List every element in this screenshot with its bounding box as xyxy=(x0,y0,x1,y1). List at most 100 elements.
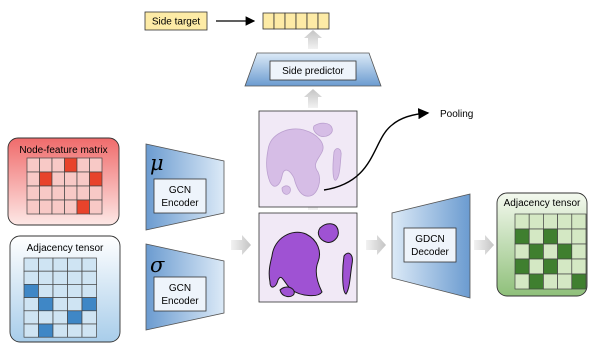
node-feature-cell xyxy=(76,185,90,201)
side-predictor-label: Side predictor xyxy=(282,66,344,77)
adjacency-input-cell xyxy=(81,310,97,325)
adjacency-input-cell xyxy=(81,257,97,272)
latent-graph-shape xyxy=(268,223,353,298)
node-feature-matrix-grid xyxy=(26,157,103,215)
adjacency-output-cell xyxy=(543,258,558,275)
adjacency-input-cell xyxy=(67,284,83,298)
adjacency-output-cell xyxy=(514,228,530,245)
adjacency-input-cell xyxy=(38,284,54,298)
adjacency-input-cell xyxy=(52,284,68,298)
node-feature-cell xyxy=(39,171,53,187)
node-feature-cell xyxy=(89,199,103,215)
node-feature-cell xyxy=(51,185,65,201)
adjacency-output-cell xyxy=(543,213,558,230)
side-target-cell xyxy=(284,12,297,30)
adjacency-input-cell xyxy=(38,310,54,325)
adjacency-input-cell xyxy=(67,270,83,285)
encoder-mu-line2: Encoder xyxy=(161,198,199,209)
node-feature-cell xyxy=(64,157,78,173)
adjacency-input-cell xyxy=(81,284,97,298)
adjacency-input-cell xyxy=(67,257,83,272)
side-target-cell xyxy=(306,12,319,30)
sigma-symbol: σ xyxy=(150,253,165,277)
node-feature-cell xyxy=(26,199,40,215)
adjacency-input-cell xyxy=(52,270,68,285)
adjacency-tensor-output-grid xyxy=(514,213,587,290)
adjacency-output-cell xyxy=(571,243,587,260)
adjacency-output-cell xyxy=(557,258,573,275)
node-feature-cell xyxy=(26,185,40,201)
adjacency-output-cell xyxy=(528,273,544,290)
node-feature-cell xyxy=(39,199,53,215)
adjacency-output-cell xyxy=(514,213,530,230)
side-target-vector xyxy=(262,12,330,30)
flow-arrow-pool-to-predictor xyxy=(304,89,322,108)
node-feature-cell xyxy=(89,185,103,201)
adjacency-input-cell xyxy=(23,257,39,272)
adjacency-input-cell xyxy=(52,310,68,325)
mu-symbol: μ xyxy=(150,151,164,175)
adjacency-output-cell xyxy=(571,273,587,290)
encoder-mu-box xyxy=(153,178,207,214)
adjacency-output-cell xyxy=(528,228,544,245)
adjacency-output-cell xyxy=(571,213,587,230)
adjacency-output-cell xyxy=(514,258,530,275)
node-feature-cell xyxy=(64,185,78,201)
adjacency-input-cell xyxy=(38,323,54,338)
adjacency-output-cell xyxy=(557,243,573,260)
adjacency-input-cell xyxy=(67,323,83,338)
adjacency-input-cell xyxy=(52,257,68,272)
adjacency-output-cell xyxy=(571,228,587,245)
flow-arrow-decoder-to-output xyxy=(474,235,494,255)
adjacency-output-cell xyxy=(571,258,587,275)
node-feature-cell xyxy=(64,199,78,215)
node-feature-cell xyxy=(76,157,90,173)
adjacency-input-cell xyxy=(23,310,39,325)
side-target-cell xyxy=(295,12,308,30)
adjacency-input-cell xyxy=(38,297,54,312)
adjacency-output-cell xyxy=(557,228,573,245)
node-feature-cell xyxy=(39,157,53,173)
adjacency-input-cell xyxy=(67,310,83,325)
adjacency-input-cell xyxy=(52,297,68,312)
adjacency-input-cell xyxy=(81,323,97,338)
adjacency-input-cell xyxy=(38,270,54,285)
adjacency-output-cell xyxy=(514,243,530,260)
adjacency-tensor-input-title: Adjacency tensor xyxy=(27,243,104,254)
side-target-box xyxy=(144,11,208,31)
adjacency-output-cell xyxy=(514,273,530,290)
adjacency-input-cell xyxy=(52,323,68,338)
adjacency-output-cell xyxy=(557,273,573,290)
node-feature-cell xyxy=(76,199,90,215)
adjacency-input-cell xyxy=(81,297,97,312)
pooling-curve-arrow xyxy=(323,108,430,191)
node-feature-cell xyxy=(89,171,103,187)
side-target-label: Side target xyxy=(152,17,201,28)
encoder-mu-line1: GCN xyxy=(169,185,191,196)
adjacency-input-cell xyxy=(67,297,83,312)
decoder-line1: GDCN xyxy=(415,234,444,245)
adjacency-input-cell xyxy=(81,270,97,285)
side-target-cell xyxy=(262,12,275,30)
node-feature-cell xyxy=(89,157,103,173)
node-feature-matrix-title: Node-feature matrix xyxy=(19,145,107,156)
adjacency-tensor-input-grid xyxy=(23,257,97,338)
node-feature-cell xyxy=(26,171,40,187)
flow-arrow-encoder-to-latent xyxy=(231,235,251,255)
side-target-cell xyxy=(273,12,286,30)
node-feature-cell xyxy=(51,199,65,215)
node-feature-cell xyxy=(51,157,65,173)
node-feature-cell xyxy=(39,185,53,201)
adjacency-input-cell xyxy=(23,323,39,338)
flow-arrow-predictor-to-target xyxy=(304,30,322,49)
adjacency-input-cell xyxy=(38,257,54,272)
adjacency-input-cell xyxy=(23,297,39,312)
pooled-graph-shape xyxy=(266,122,342,197)
adjacency-output-cell xyxy=(528,258,544,275)
adjacency-output-cell xyxy=(528,213,544,230)
adjacency-output-cell xyxy=(557,213,573,230)
flow-arrow-latent-to-decoder xyxy=(366,235,386,255)
adjacency-output-cell xyxy=(543,243,558,260)
side-target-cell xyxy=(317,12,330,30)
